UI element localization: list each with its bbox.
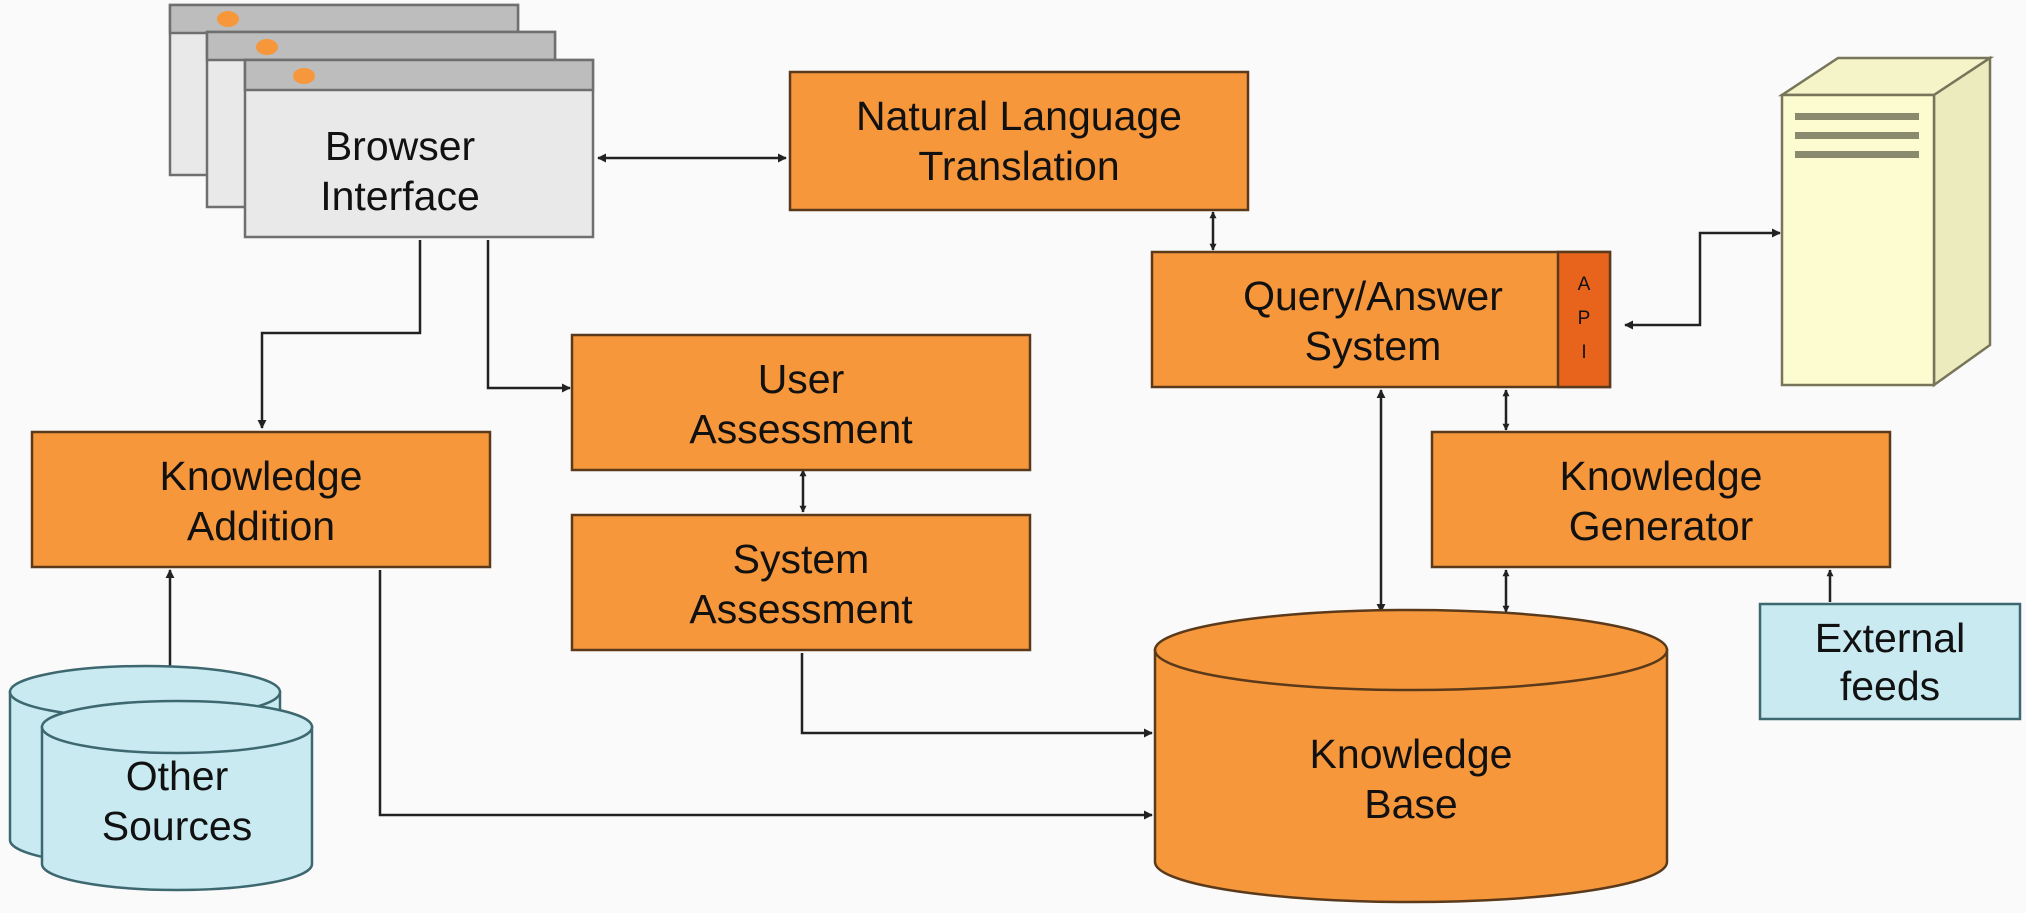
knowledge-base-label-1: Knowledge: [1310, 731, 1513, 777]
knowledge-base-label-2: Base: [1364, 781, 1457, 827]
connector-browser-userassessment: [486, 240, 571, 393]
other-sources-label-1: Other: [126, 753, 229, 799]
knowledge-addition-box: Knowledge Addition: [30, 430, 492, 569]
database-front-icon: [40, 699, 314, 892]
query-answer-label-2: System: [1305, 323, 1442, 369]
connector-api-server: [1624, 228, 1781, 330]
knowledge-generator-box: Knowledge Generator: [1430, 430, 1892, 569]
user-assessment-box: User Assessment: [570, 333, 1032, 472]
system-assessment-label-1: System: [733, 536, 870, 582]
external-feeds-label-2: feeds: [1840, 663, 1940, 709]
api-letter-p: P: [1578, 308, 1591, 329]
knowledge-generator-label-1: Knowledge: [1560, 453, 1763, 499]
knowledge-base-cylinder: Knowledge Base: [1153, 608, 1669, 904]
natural-language-translation-box: Natural Language Translation: [788, 70, 1250, 212]
browser-icon: [293, 68, 315, 84]
other-sources-label-2: Sources: [102, 803, 252, 849]
api-strip: A P I: [1556, 250, 1612, 389]
api-letter-a: A: [1578, 274, 1591, 295]
browser-interface: Browser Interface: [168, 3, 595, 239]
knowledge-addition-label-1: Knowledge: [160, 453, 363, 499]
browser-window-front: [243, 58, 595, 239]
browser-interface-label-2: Interface: [320, 173, 480, 219]
connector-browser-kaddition: [257, 240, 422, 429]
system-assessment-label-2: Assessment: [689, 586, 913, 632]
external-feeds-label-1: External: [1815, 615, 1965, 661]
query-answer-system-box: Query/Answer System: [1150, 250, 1612, 389]
nlt-label-2: Translation: [918, 143, 1119, 189]
knowledge-generator-label-2: Generator: [1569, 503, 1754, 549]
browser-interface-label-1: Browser: [325, 123, 475, 169]
query-answer-label-1: Query/Answer: [1243, 273, 1503, 319]
user-assessment-label-2: Assessment: [689, 406, 913, 452]
knowledge-addition-label-2: Addition: [187, 503, 335, 549]
other-sources-database: Other Sources: [8, 664, 314, 892]
user-assessment-label-1: User: [758, 356, 845, 402]
nlt-label-1: Natural Language: [856, 93, 1182, 139]
connectors: [165, 153, 1834, 820]
system-assessment-box: System Assessment: [570, 513, 1032, 652]
connector-systemassessment-kbase: [800, 653, 1153, 738]
connector-kaddition-kbase: [378, 570, 1153, 820]
api-letter-i: I: [1581, 342, 1586, 363]
external-feeds-box: External feeds: [1758, 602, 2022, 721]
server-icon: [1777, 55, 1995, 388]
